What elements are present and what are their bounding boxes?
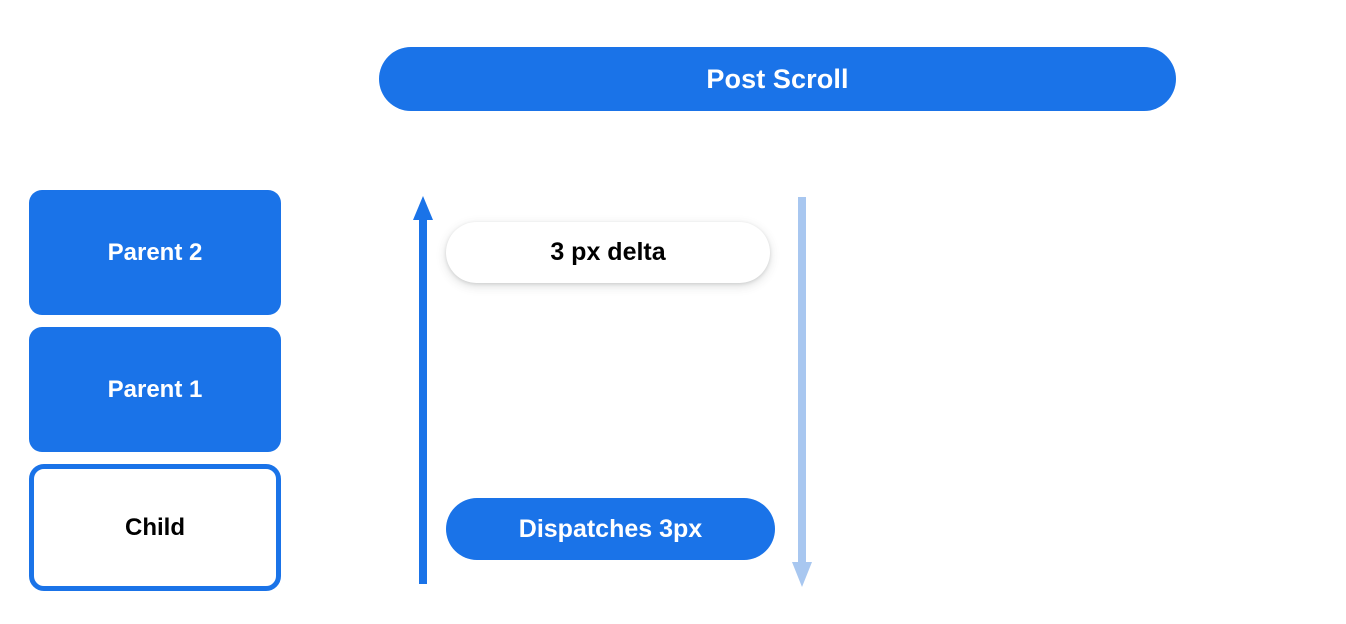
stack-box-parent-1: Parent 1 (29, 327, 281, 452)
stack-box-child: Child (29, 464, 281, 591)
stack-box-label: Child (125, 513, 185, 541)
stack-box-parent-2: Parent 2 (29, 190, 281, 315)
dispatch-pill: Dispatches 3px (446, 498, 775, 560)
page-title: Post Scroll (706, 63, 849, 94)
delta-pill: 3 px delta (446, 222, 770, 283)
scroll-chain-stack: Parent 2 Parent 1 Child (29, 190, 281, 591)
stack-box-label: Parent 1 (107, 375, 203, 403)
post-scroll-title-bar: Post Scroll (379, 47, 1176, 111)
stack-box-label: Parent 2 (107, 238, 203, 266)
scroll-down-arrow-icon (792, 197, 812, 587)
dispatch-pill-label: Dispatches 3px (518, 514, 703, 543)
scroll-up-arrow-icon (413, 196, 433, 584)
delta-pill-label: 3 px delta (550, 238, 666, 266)
